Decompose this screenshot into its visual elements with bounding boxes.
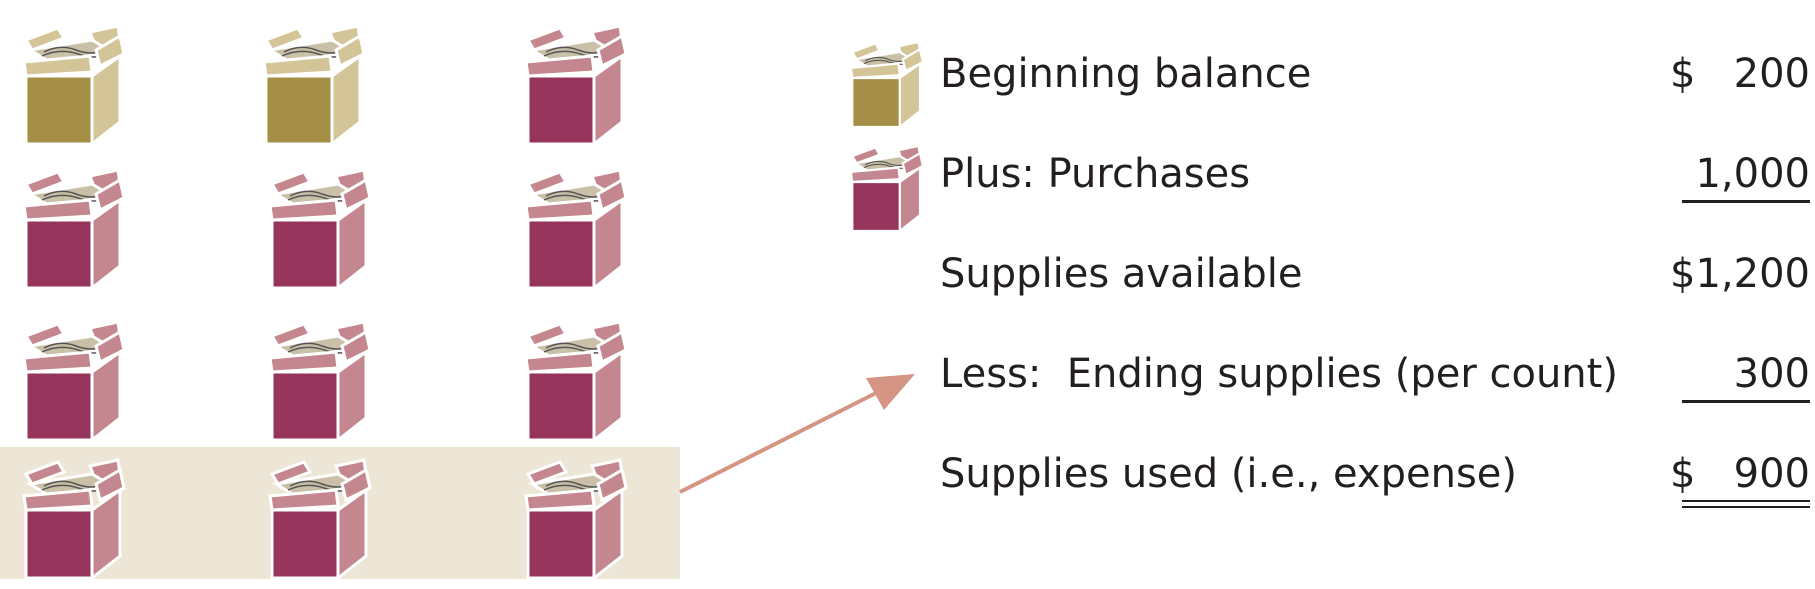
ledger-row-purchases: Plus: Purchases 1,000	[940, 144, 1810, 204]
arrow-icon	[679, 374, 915, 494]
ledger-amount: 1,000	[1695, 151, 1810, 197]
ledger-amount: $ 200	[1670, 51, 1810, 97]
ledger-amount: $1,200	[1670, 251, 1810, 297]
ledger-amount: 300	[1733, 351, 1810, 397]
ledger-row-supplies-available: Supplies available $1,200	[940, 244, 1810, 304]
subtotal-underline	[1682, 400, 1810, 403]
ledger-row-beginning-balance: Beginning balance $ 200	[940, 44, 1810, 104]
ledger-label: Beginning balance	[940, 51, 1312, 97]
ledger-label: Less: Ending supplies (per count)	[940, 351, 1618, 397]
subtotal-underline	[1682, 200, 1810, 203]
ledger-amount: $ 900	[1670, 451, 1810, 497]
ledger-label: Plus: Purchases	[940, 151, 1251, 197]
ledger-label: Supplies available	[940, 251, 1303, 297]
ledger-row-supplies-used: Supplies used (i.e., expense) $ 900	[940, 444, 1810, 504]
ledger-row-ending-supplies: Less: Ending supplies (per count) 300	[940, 344, 1810, 404]
total-double-underline	[1682, 500, 1810, 508]
ledger-label: Supplies used (i.e., expense)	[940, 451, 1517, 497]
